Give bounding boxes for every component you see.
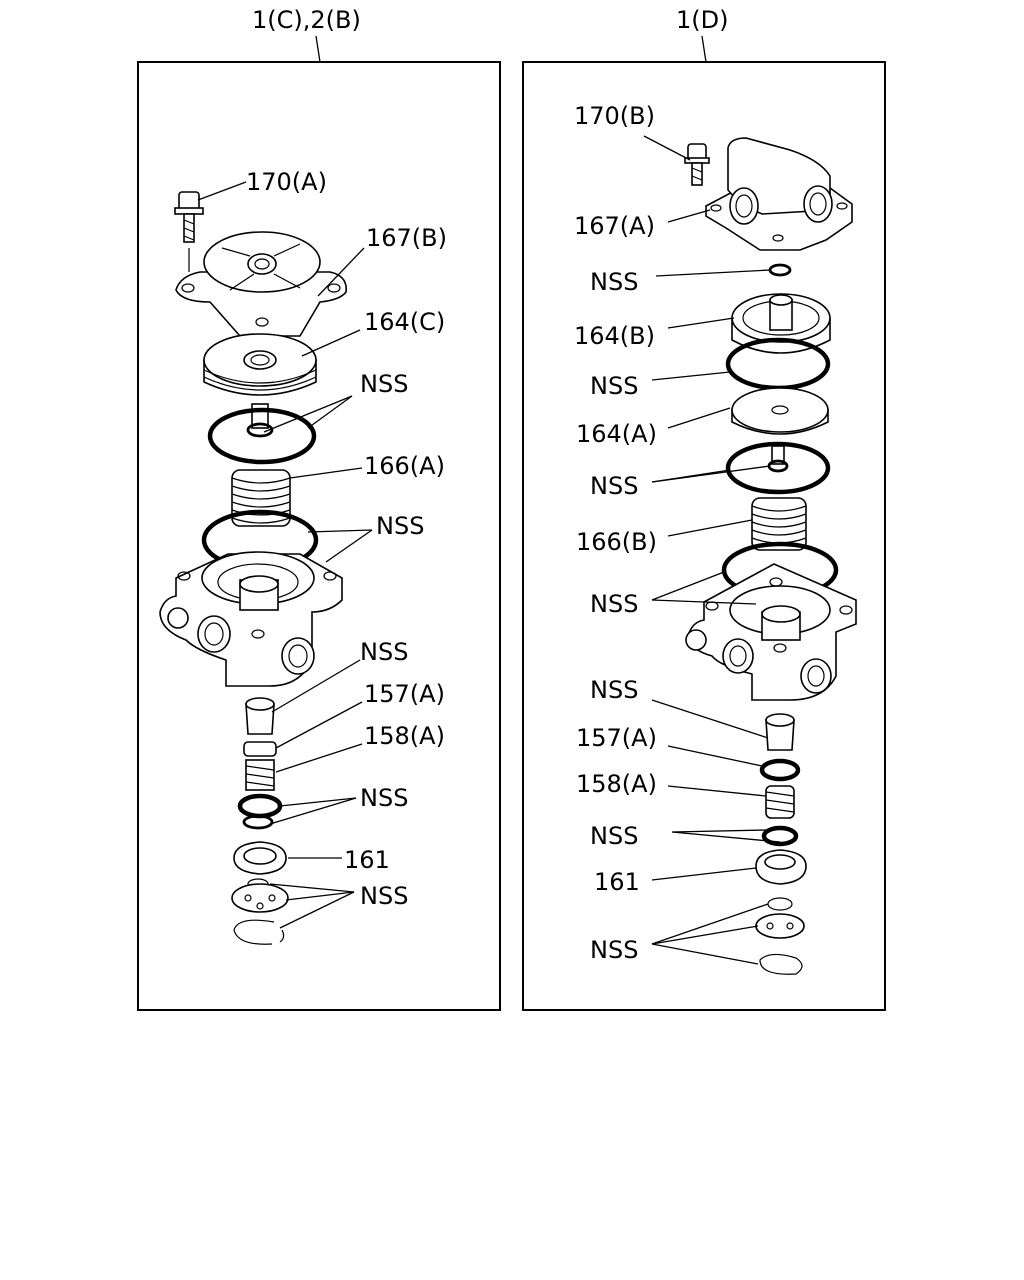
right-cover-167a xyxy=(705,137,853,251)
left-label-158a: 158(A) xyxy=(364,722,445,750)
right-label-166b: 166(B) xyxy=(576,528,657,556)
right-small-parts xyxy=(755,713,807,975)
right-label-nss-1: NSS xyxy=(590,268,638,296)
left-cover-167b xyxy=(175,231,347,337)
left-valve-body xyxy=(159,551,343,687)
right-label-157a: 157(A) xyxy=(576,724,657,752)
panel-right-heading: 1(D) xyxy=(676,6,728,34)
right-piston-164a xyxy=(731,387,829,435)
left-spring-166a xyxy=(231,469,291,527)
left-label-nss-3: NSS xyxy=(360,638,408,666)
right-bolt-170b xyxy=(684,143,710,186)
right-label-nss-2: NSS xyxy=(590,372,638,400)
right-label-nss-6: NSS xyxy=(590,822,638,850)
left-label-nss-1: NSS xyxy=(360,370,408,398)
left-stem-and-rings xyxy=(207,403,317,465)
right-spring-166b xyxy=(751,497,807,551)
left-bolt-170a xyxy=(174,191,204,272)
left-label-166a: 166(A) xyxy=(364,452,445,480)
right-label-nss-7: NSS xyxy=(590,936,638,964)
right-label-164b: 164(B) xyxy=(574,322,655,350)
left-piston-164c xyxy=(203,333,317,396)
left-label-nss-2: NSS xyxy=(376,512,424,540)
right-label-158a: 158(A) xyxy=(576,770,657,798)
right-label-nss-3: NSS xyxy=(590,472,638,500)
left-small-parts xyxy=(231,697,289,945)
right-label-nss-5: NSS xyxy=(590,676,638,704)
left-label-170a: 170(A) xyxy=(246,168,327,196)
right-valve-body xyxy=(685,563,857,701)
left-label-161: 161 xyxy=(344,846,390,874)
right-label-167a: 167(A) xyxy=(574,212,655,240)
left-label-164c: 164(C) xyxy=(364,308,445,336)
right-label-161: 161 xyxy=(594,868,640,896)
left-label-157a: 157(A) xyxy=(364,680,445,708)
panel-left-frame xyxy=(137,61,501,1011)
right-label-nss-4: NSS xyxy=(590,590,638,618)
right-label-164a: 164(A) xyxy=(576,420,657,448)
left-label-167b: 167(B) xyxy=(366,224,447,252)
right-stem-and-rings xyxy=(725,441,831,495)
panel-right-frame xyxy=(522,61,886,1011)
left-label-nss-5: NSS xyxy=(360,882,408,910)
right-label-170b: 170(B) xyxy=(574,102,655,130)
right-small-oring xyxy=(768,263,792,277)
left-label-nss-4: NSS xyxy=(360,784,408,812)
panel-left-heading: 1(C),2(B) xyxy=(252,6,361,34)
panel-right: 1(D) xyxy=(522,6,886,1011)
panel-left: 1(C),2(B) xyxy=(137,6,501,1011)
